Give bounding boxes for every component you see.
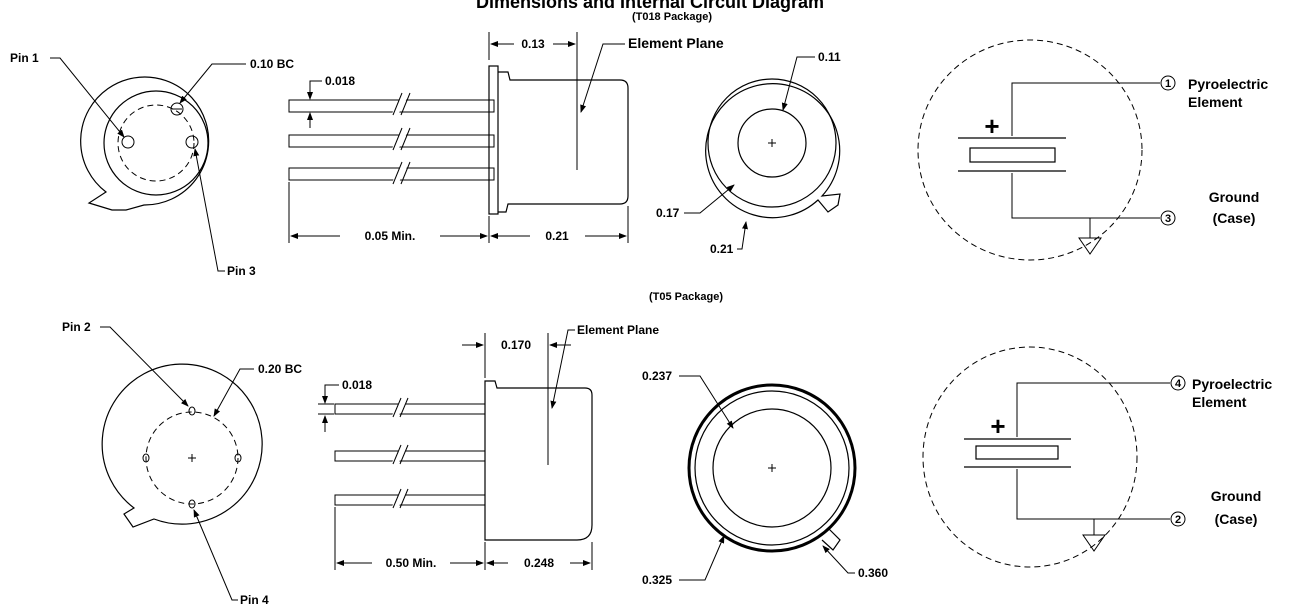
to5-element-label-2: Element <box>1192 394 1247 410</box>
to18-lead-1 <box>288 99 495 113</box>
to5-bolt-circle <box>145 411 239 505</box>
to5-circuit: + 4 2 Pyroelectric Element Ground (Case) <box>922 346 1272 568</box>
to18-top-flange <box>705 83 841 219</box>
to18-flange <box>488 65 499 215</box>
to18-top-view: 0.11 0.17 0.21 <box>656 50 841 256</box>
to5-top-view: 0.237 0.325 0.360 <box>642 369 888 587</box>
to18-pin-b-node <box>1160 210 1176 226</box>
to18-flange-outline <box>80 76 210 211</box>
to5-circuit-envelope <box>922 346 1138 568</box>
to5-pin-a-node <box>1170 375 1186 391</box>
to18-lead-2 <box>288 134 495 148</box>
to18-element-label-2: Element <box>1188 94 1243 110</box>
to5-body-length-label: 0.248 <box>524 556 554 570</box>
to18-offset-label: 0.13 <box>521 37 545 51</box>
to5-pin-left <box>142 453 150 463</box>
drawing-title: Dimensions and Internal Circuit Diagram <box>476 0 824 12</box>
to5-package-label: (T05 Package) <box>649 291 723 303</box>
to18-body-length-label: 0.21 <box>545 229 569 243</box>
to5-top-window <box>712 408 832 528</box>
to18-cap-label: 0.17 <box>656 206 680 220</box>
to18-lead-length-label: 0.05 Min. <box>365 229 416 243</box>
to5-pin2-label: Pin 2 <box>62 320 91 334</box>
to5-top-flange <box>687 383 857 553</box>
to5-cap-label: 0.325 <box>642 573 672 587</box>
to18-window-label: 0.11 <box>818 50 841 64</box>
to5-pin-bottom <box>188 499 196 509</box>
to5-lead-length-label: 0.50 Min. <box>386 556 437 570</box>
to18-circuit: + 1 3 Pyroelectric Element Ground (Case) <box>917 39 1268 261</box>
to18-top-window <box>737 108 807 178</box>
to18-flange-label: 0.21 <box>710 242 734 256</box>
to18-package-label: (T018 Package) <box>632 11 712 23</box>
to5-flange-outline <box>101 363 263 528</box>
to5-offset-label: 0.170 <box>501 338 531 352</box>
to5-lead-dia-label: 0.018 <box>342 378 372 392</box>
to5-pin-b-num: 2 <box>1175 514 1181 526</box>
to5-lead-3 <box>334 494 486 506</box>
to5-ground-label-1: Ground <box>1211 488 1262 504</box>
to18-element-symbol <box>969 147 1056 163</box>
to18-pin1-hole <box>121 135 135 149</box>
to5-pin-b-node <box>1170 511 1186 527</box>
to18-lead-dia-label: 0.018 <box>325 74 355 88</box>
to5-lead-1 <box>334 403 486 415</box>
to18-pin1-label: Pin 1 <box>10 51 39 65</box>
to5-pin-top <box>188 406 196 416</box>
to18-plus-sign: + <box>984 111 999 141</box>
to18-pin-a-num: 1 <box>1165 78 1171 90</box>
to18-circuit-envelope <box>917 39 1143 261</box>
to18-package-row: (T018 Package) Pin 1 0.10 BC Pin 3 <box>10 11 1268 278</box>
to18-element-label-1: Pyroelectric <box>1188 76 1268 92</box>
to5-package-row: (T05 Package) Pin 2 0.20 BC Pin 4 <box>62 291 1272 607</box>
to5-pin-right <box>234 453 242 463</box>
to18-body <box>498 71 629 213</box>
to5-lead-2 <box>334 450 486 462</box>
to18-pin-b-num: 3 <box>1165 213 1171 225</box>
to5-ground-label-2: (Case) <box>1215 511 1258 527</box>
to18-bolt-circle <box>117 104 195 182</box>
to5-body <box>484 380 593 541</box>
to18-pin2-hole <box>170 102 184 116</box>
to18-bottom-view: Pin 1 0.10 BC Pin 3 <box>10 51 294 278</box>
to5-element-plane-label: Element Plane <box>577 323 659 337</box>
to18-element-plane-label: Element Plane <box>628 35 724 51</box>
to5-side-view: 0.018 0.170 Element Plane 0.50 Min. 0.24… <box>318 323 659 570</box>
to5-pin4-label: Pin 4 <box>240 593 269 607</box>
to18-pin-a-node <box>1160 75 1176 91</box>
to5-element-symbol <box>975 445 1059 460</box>
to18-pin3-label: Pin 3 <box>227 264 256 278</box>
to5-window-label: 0.237 <box>642 369 672 383</box>
to18-pin3-hole <box>185 135 199 149</box>
to5-flange-label: 0.360 <box>858 566 888 580</box>
to5-pin-a-num: 4 <box>1175 378 1182 390</box>
to18-ground-label-1: Ground <box>1209 189 1260 205</box>
to5-bottom-view: Pin 2 0.20 BC Pin 4 <box>62 320 302 607</box>
to18-side-view: 0.018 0.13 Element Plane 0.05 Min. 0.21 <box>288 32 724 243</box>
to18-inner-circle <box>103 90 209 196</box>
to5-bc-label: 0.20 BC <box>258 362 302 376</box>
to5-element-label-1: Pyroelectric <box>1192 376 1272 392</box>
to18-bc-label: 0.10 BC <box>250 57 294 71</box>
to18-ground-label-2: (Case) <box>1213 210 1256 226</box>
to5-top-cap <box>694 390 850 546</box>
to5-plus-sign: + <box>990 411 1005 441</box>
to18-top-cap <box>707 78 837 208</box>
to18-lead-3 <box>288 167 495 181</box>
